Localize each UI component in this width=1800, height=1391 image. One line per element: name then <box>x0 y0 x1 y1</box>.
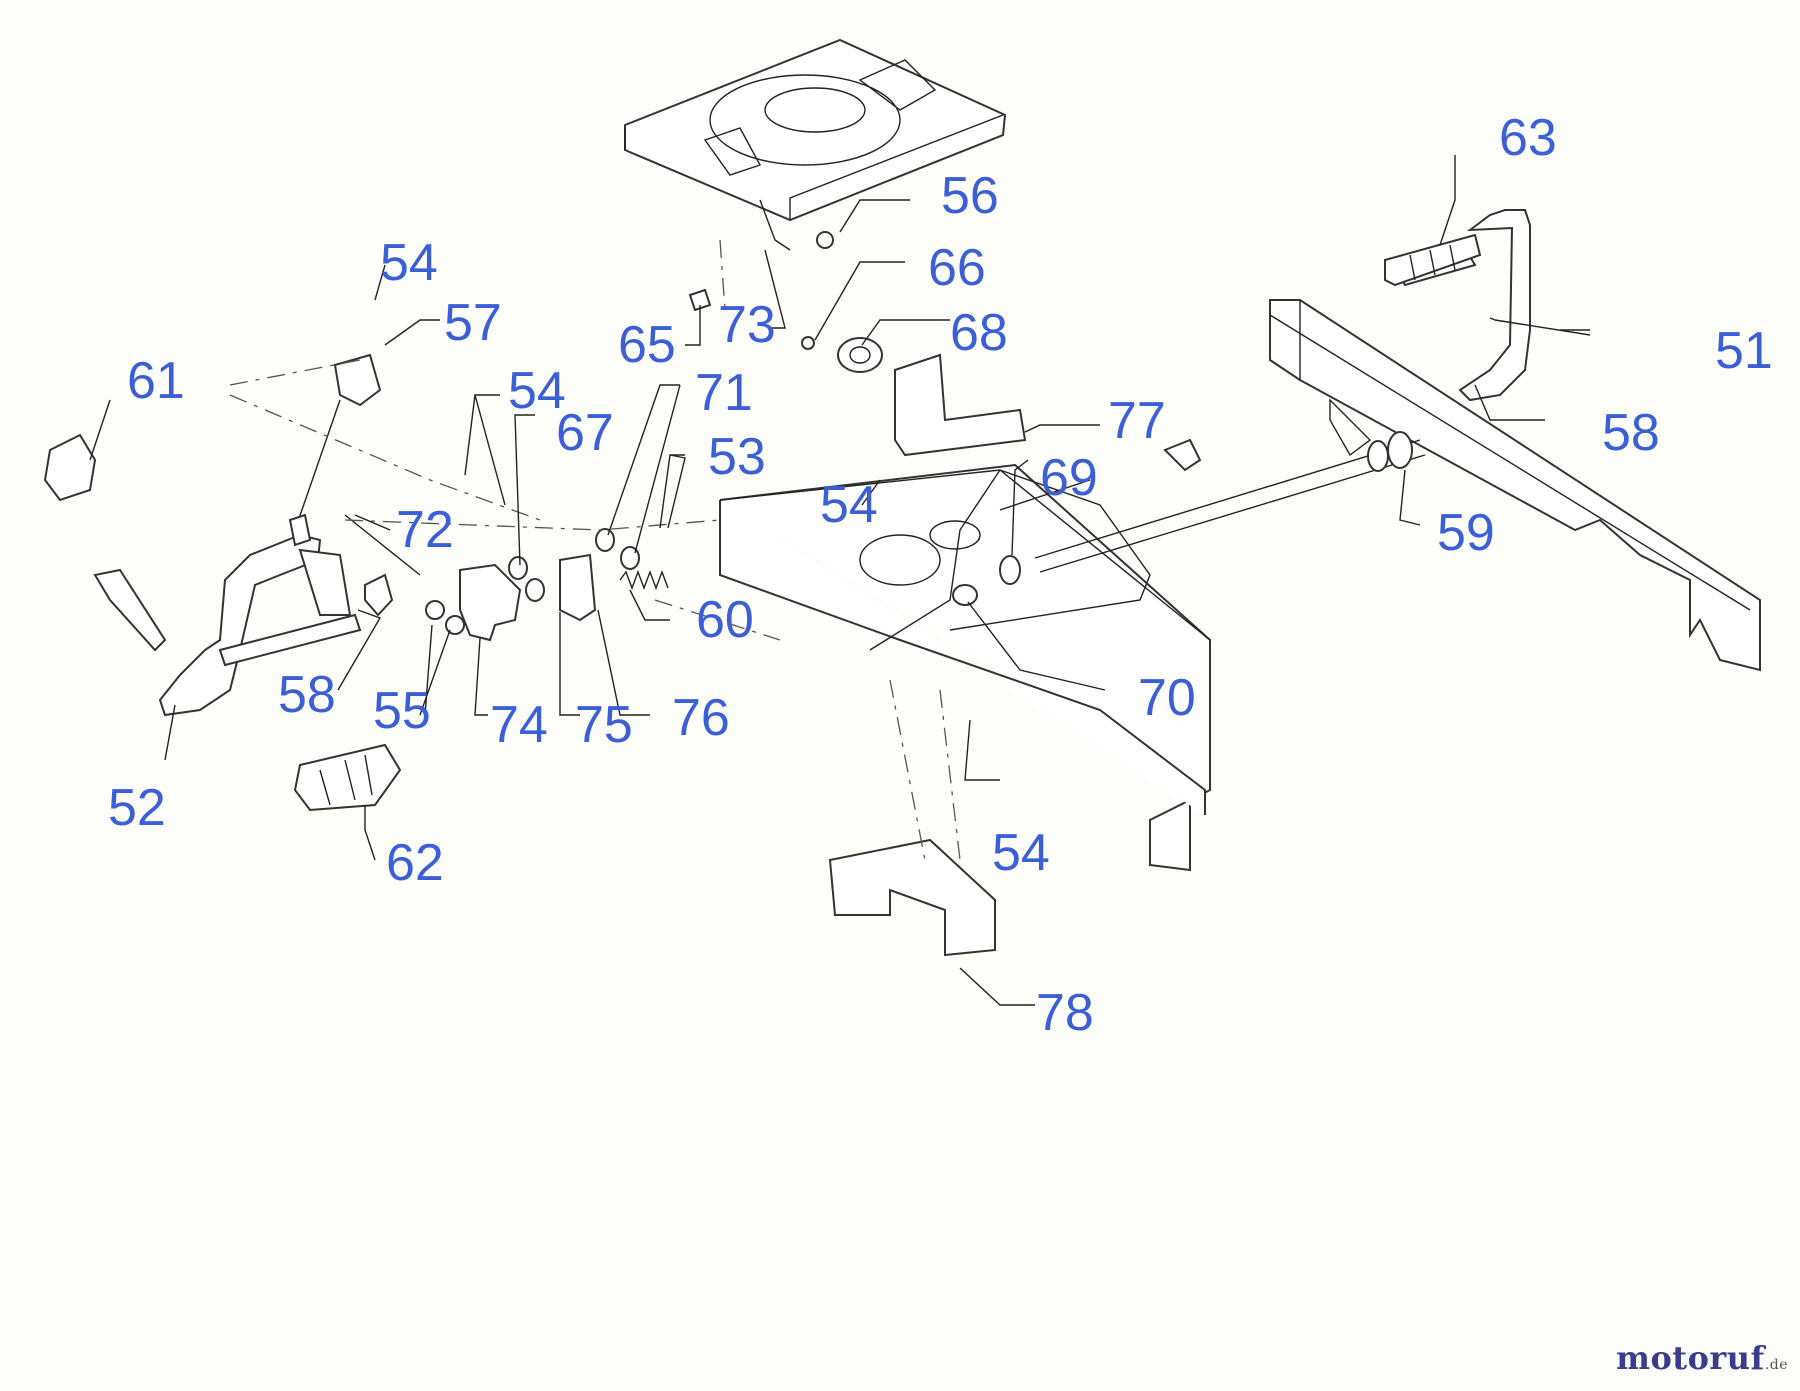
label-60: 60 <box>696 591 754 649</box>
label-59: 59 <box>1437 504 1495 562</box>
cover-78 <box>828 838 996 957</box>
label-54-center: 54 <box>820 476 878 534</box>
cross-shaft <box>1034 431 1426 573</box>
bushing-68 <box>837 337 883 373</box>
plate-77 <box>894 353 1027 457</box>
bolt-56 <box>816 231 834 249</box>
label-75: 75 <box>575 696 633 754</box>
switch-57 <box>288 353 382 547</box>
washer-71 <box>595 528 640 570</box>
pedal-grip-62 <box>293 743 402 812</box>
label-53: 53 <box>708 428 766 486</box>
leader-lines <box>89 155 1591 1006</box>
label-69: 69 <box>1040 449 1098 507</box>
part-labels: 51 52 53 54 54 54 54 55 56 57 58 58 59 6… <box>108 109 1773 1042</box>
label-77: 77 <box>1108 392 1166 450</box>
washer-67 <box>508 556 545 602</box>
bushing-69 <box>999 555 1021 585</box>
bracket-74 <box>459 563 522 642</box>
assembly-lines <box>229 239 961 861</box>
label-62: 62 <box>386 834 444 892</box>
bolt-66 <box>801 336 815 350</box>
label-55: 55 <box>373 682 431 740</box>
watermark-brand: motoruf <box>1616 1339 1765 1377</box>
label-56: 56 <box>941 167 999 225</box>
label-58-rear: 58 <box>1602 404 1660 462</box>
watermark-logo: motoruf.de <box>1616 1339 1788 1377</box>
cable-72 <box>344 514 421 576</box>
label-63: 63 <box>1499 109 1557 167</box>
label-67: 67 <box>556 404 614 462</box>
label-70: 70 <box>1138 669 1196 727</box>
bushing-70 <box>952 584 978 606</box>
label-61: 61 <box>127 352 185 410</box>
pedal-grip-63 <box>1384 233 1482 287</box>
label-51: 51 <box>1715 322 1773 380</box>
label-68: 68 <box>950 304 1008 362</box>
label-74: 74 <box>490 696 548 754</box>
label-72: 72 <box>396 501 454 559</box>
label-54-bottom: 54 <box>992 824 1050 882</box>
clip-58-front <box>364 573 394 617</box>
label-71: 71 <box>695 364 753 422</box>
nut-55 <box>425 600 465 635</box>
seat-plate <box>624 38 1007 251</box>
label-58-front: 58 <box>278 666 336 724</box>
pedal-grip-61 <box>43 433 97 502</box>
spring-60 <box>619 570 669 590</box>
label-73: 73 <box>718 296 776 354</box>
front-pedal-arm <box>93 533 362 717</box>
label-54-left: 54 <box>508 362 566 420</box>
label-54-top: 54 <box>380 234 438 292</box>
label-78: 78 <box>1036 984 1094 1042</box>
watermark-domain: .de <box>1764 1357 1788 1373</box>
label-65: 65 <box>618 316 676 374</box>
label-52: 52 <box>108 779 166 837</box>
chassis-frame <box>719 463 1211 872</box>
bracket-75 <box>559 553 597 622</box>
label-76: 76 <box>672 689 730 747</box>
label-57: 57 <box>444 294 502 352</box>
label-66: 66 <box>928 239 986 297</box>
bolt-65 <box>688 288 712 312</box>
right-frame-rail <box>1269 299 1761 672</box>
